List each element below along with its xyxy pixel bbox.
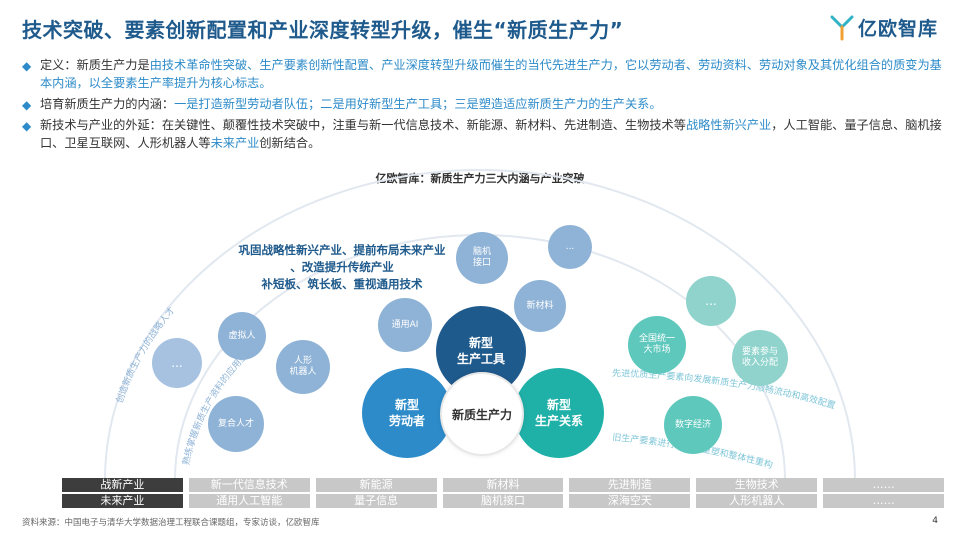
- diamond-bullet-icon: ◆: [22, 98, 32, 112]
- source-note: 资料来源：中国电子与清华大学数据治理工程联合课题组，专家访谈，亿欧智库: [22, 518, 320, 528]
- table-cell: ……: [823, 494, 945, 508]
- node-new-material: 新材料: [514, 280, 566, 332]
- table-cell: 深海空天: [569, 494, 691, 508]
- industry-table: 战新产业 新一代信息技术 新能源 新材料 先进制造 生物技术 …… 未来产业 通…: [62, 478, 945, 510]
- bullet-connotation: ◆ 培育新质生产力的内涵：一是打造新型劳动者队伍；二是用好新型生产工具；三是塑造…: [22, 97, 662, 112]
- node-composite-talent: 复合人才: [208, 396, 264, 452]
- node-virtual-human: 虚拟人: [218, 312, 266, 360]
- table-cell: 生物技术: [696, 478, 818, 492]
- diamond-bullet-icon: ◆: [22, 119, 32, 133]
- node-unified-market: 全国统一 大市场: [628, 316, 686, 374]
- node-top-more: ...: [548, 225, 592, 269]
- table-cell: 脑机接口: [442, 494, 564, 508]
- table-cell: 通用人工智能: [188, 494, 310, 508]
- brand-logo: 亿欧智库: [830, 14, 938, 41]
- node-humanoid-robot: 人形 机器人: [276, 340, 330, 394]
- bullet-definition: ◆ 定义：新质生产力是由技术革命性突破、生产要素创新性配置、产业深度转型升级而催…: [22, 58, 942, 90]
- yiou-logo-icon: [830, 15, 854, 40]
- node-digital-economy: 数字经济: [664, 396, 722, 454]
- node-right-more: ...: [686, 276, 736, 326]
- strategy-text: 巩固战略性新兴产业、提前布局未来产业 、改造提升传统产业 补短板、筑长板、重视通…: [238, 243, 446, 291]
- table-cell: 新材料: [442, 478, 564, 492]
- page-title: 技术突破、要素创新配置和产业深度转型升级，催生“新质生产力”: [22, 18, 624, 42]
- table-cell: 先进制造: [569, 478, 691, 492]
- diamond-bullet-icon: ◆: [22, 59, 32, 73]
- table-cell: ……: [823, 478, 945, 492]
- bullet-extension: ◆ 新技术与产业的外延：在关键性、颠覆性技术突破中，注重与新一代信息技术、新能源…: [22, 118, 942, 150]
- table-cell: 量子信息: [315, 494, 437, 508]
- arc-label-right-outer: 先进优质生产要素向发展新质生产力顺畅流动和高效配置: [612, 367, 837, 412]
- node-new-labor: 新型 劳动者: [362, 368, 452, 458]
- node-brain-computer: 脑机 接口: [456, 232, 508, 284]
- table-row: 未来产业 通用人工智能 量子信息 脑机接口 深海空天 人形机器人 ……: [62, 494, 945, 508]
- table-row: 战新产业 新一代信息技术 新能源 新材料 先进制造 生物技术 ……: [62, 478, 945, 492]
- table-cell-header: 未来产业: [62, 494, 183, 508]
- table-cell-header: 战新产业: [62, 478, 183, 492]
- page-number: 4: [932, 516, 938, 526]
- node-general-ai: 通用AI: [378, 298, 432, 352]
- table-cell: 新能源: [315, 478, 437, 492]
- table-cell: 新一代信息技术: [188, 478, 310, 492]
- table-cell: 人形机器人: [696, 494, 818, 508]
- node-left-more: ...: [152, 338, 202, 388]
- node-factor-distribution: 要素参与 收入分配: [732, 330, 788, 386]
- bullet-list: ◆ 定义：新质生产力是由技术革命性突破、生产要素创新性配置、产业深度转型升级而催…: [22, 56, 942, 155]
- logo-text: 亿欧智库: [857, 18, 938, 40]
- diagram-title: 亿欧智库：新质生产力三大内涵与产业突破: [375, 172, 585, 185]
- node-center: 新质生产力: [440, 372, 524, 456]
- outer-arc: [104, 169, 856, 481]
- node-new-relation: 新型 生产关系: [514, 368, 604, 458]
